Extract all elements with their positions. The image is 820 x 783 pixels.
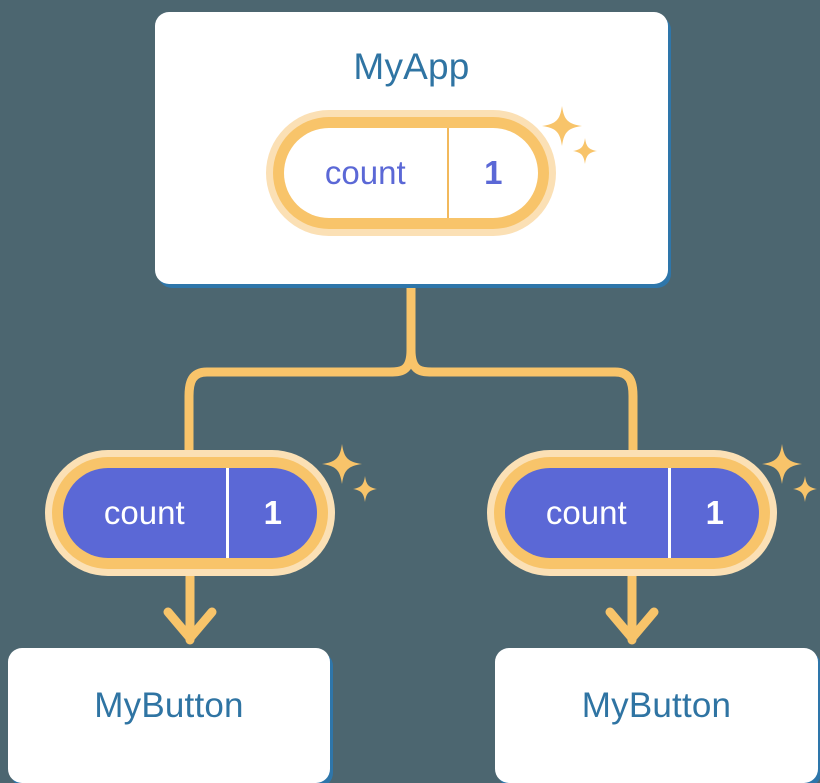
app-card-title: MyApp	[353, 46, 470, 87]
pill-value-label: 1	[667, 468, 759, 558]
pill-body: count 1	[505, 468, 759, 558]
pill-key-label: count	[103, 494, 185, 531]
button-card-title: MyButton	[581, 686, 732, 725]
pill-body: count 1	[63, 468, 317, 558]
pill-value-label: 1	[446, 128, 538, 218]
connector-branch-right	[406, 345, 638, 457]
pill-value-label: 1	[225, 468, 317, 558]
state-pill-app[interactable]: count 1	[266, 110, 556, 236]
pill-body: count 1	[284, 128, 538, 218]
button-card-left[interactable]: MyButton	[8, 648, 330, 783]
arrow-head-right	[605, 607, 659, 643]
state-pill-left[interactable]: count 1	[45, 450, 335, 576]
pill-key-label: count	[324, 154, 406, 191]
pill-key-label: count	[545, 494, 627, 531]
connector-branch-left	[184, 345, 416, 457]
button-card-title: MyButton	[94, 686, 244, 725]
button-card-right[interactable]: MyButton	[495, 648, 818, 783]
arrow-head-left	[163, 607, 217, 643]
state-pill-right[interactable]: count 1	[487, 450, 777, 576]
